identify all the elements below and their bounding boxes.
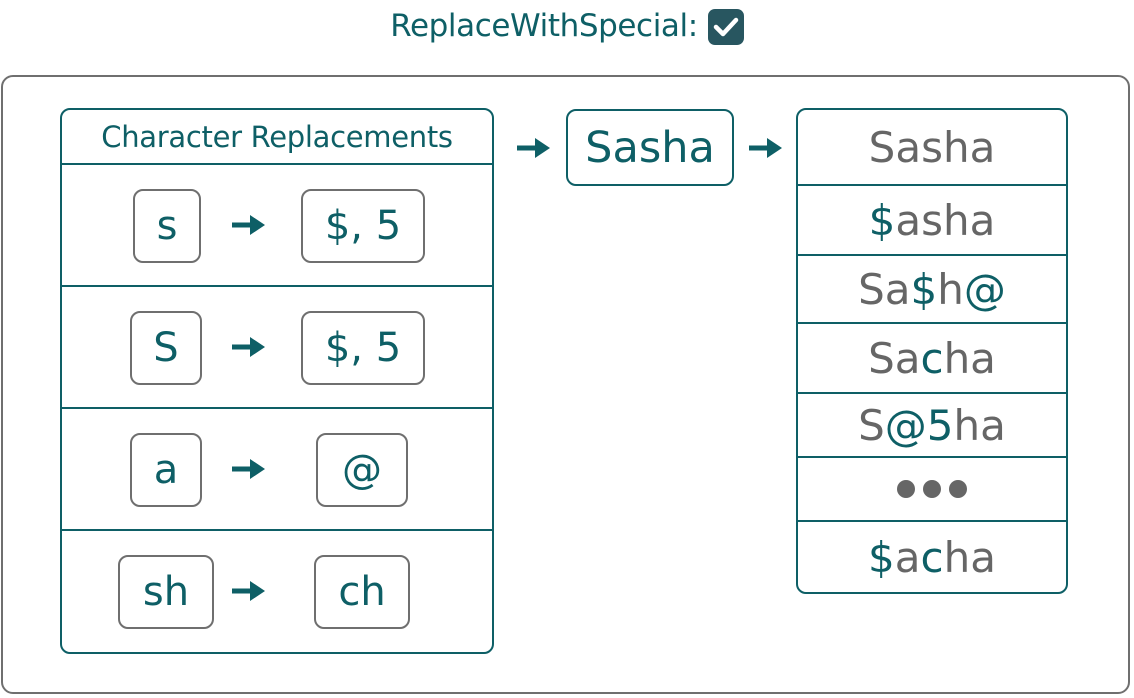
original-segment: Sa xyxy=(858,264,911,314)
original-segment: ha xyxy=(953,400,1006,450)
replacement-row: a @ xyxy=(62,409,492,531)
arrow-right-icon xyxy=(517,138,550,158)
replaced-segment: $ xyxy=(910,264,938,314)
replaced-segment: @5 xyxy=(884,400,954,450)
replacement-target: ch xyxy=(314,555,410,629)
original-segment: Sa xyxy=(868,333,921,383)
original-segment: ha xyxy=(943,532,996,582)
arrow-right-icon xyxy=(232,337,265,357)
replace-with-special-checkbox[interactable] xyxy=(707,8,744,45)
replacement-source: a xyxy=(130,433,202,507)
checkmark-icon xyxy=(713,17,739,36)
replaced-segment: c xyxy=(920,532,944,582)
replacement-target: @ xyxy=(316,433,408,507)
replacement-row: sh ch xyxy=(62,531,492,652)
character-replacements-title: Character Replacements xyxy=(62,110,492,165)
ellipsis-dot xyxy=(949,480,967,498)
replacement-target: $, 5 xyxy=(301,311,425,385)
replacement-row: S $, 5 xyxy=(62,287,492,409)
replacement-target: $, 5 xyxy=(301,189,425,263)
replacement-source: sh xyxy=(118,555,214,629)
original-segment: ha xyxy=(943,333,996,383)
replacement-source: S xyxy=(130,311,202,385)
replaced-segment: @ xyxy=(963,264,1006,314)
ellipsis-dots-icon xyxy=(897,480,967,498)
replacement-source: s xyxy=(133,189,201,263)
ellipsis-icon xyxy=(798,458,1066,522)
replaced-segment: c xyxy=(920,333,944,383)
arrow-right-icon xyxy=(749,138,782,158)
character-replacements-panel: Character Replacements s $, 5 S $, 5 a @… xyxy=(60,108,494,654)
original-segment: asha xyxy=(895,195,996,245)
replaced-segment: $ xyxy=(868,532,895,582)
replaced-segment: $ xyxy=(868,195,896,245)
original-segment: Sasha xyxy=(868,122,996,172)
input-word: Sasha xyxy=(566,109,734,186)
output-variant: Sa$h@ xyxy=(798,256,1066,324)
replacement-row: s $, 5 xyxy=(62,165,492,287)
original-segment: a xyxy=(894,532,921,582)
original-segment: h xyxy=(937,264,964,314)
replace-with-special-label: ReplaceWithSpecial: xyxy=(390,8,698,44)
header: ReplaceWithSpecial: xyxy=(0,2,1134,50)
original-segment: S xyxy=(858,400,885,450)
diagram-frame xyxy=(1,75,1130,694)
output-variant: Sasha xyxy=(798,110,1066,186)
ellipsis-dot xyxy=(923,480,941,498)
ellipsis-dot xyxy=(897,480,915,498)
output-variant: $asha xyxy=(798,186,1066,256)
arrow-right-icon xyxy=(232,459,265,479)
arrow-right-icon xyxy=(232,581,265,601)
arrow-right-icon xyxy=(232,215,265,235)
